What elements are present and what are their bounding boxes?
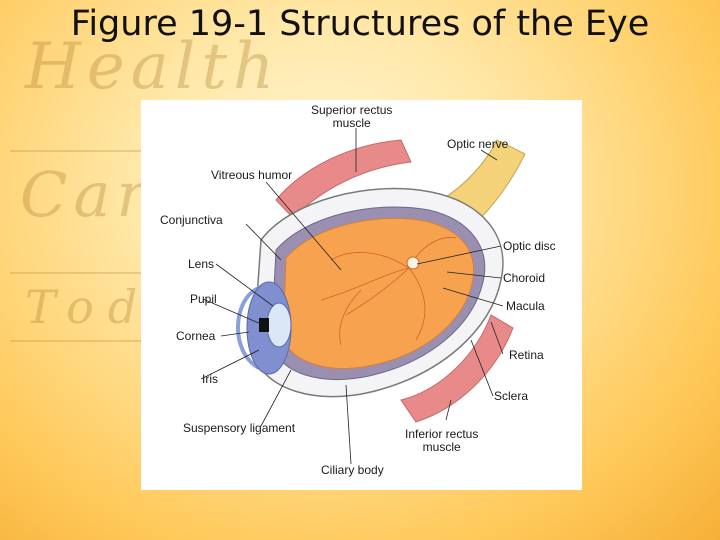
label-pupil: Pupil — [190, 292, 217, 306]
label-optic-nerve: Optic nerve — [447, 137, 509, 151]
pupil-shape — [259, 318, 269, 332]
label-iris: Iris — [202, 372, 218, 386]
label-sclera: Sclera — [494, 389, 529, 403]
label-ciliary-body: Ciliary body — [321, 463, 384, 477]
label-superior-rectus-muscle: Superior rectus muscle — [311, 103, 393, 130]
inferior-rectus-shape — [400, 314, 514, 423]
eye-diagram: Superior rectus muscle Optic nerve Vitre… — [141, 100, 582, 490]
background-word-health: Health — [25, 30, 281, 104]
cornea-shape — [236, 286, 261, 370]
label-lens: Lens — [188, 257, 215, 271]
label-conjunctiva: Conjunctiva — [160, 213, 223, 227]
label-cornea: Cornea — [176, 329, 216, 343]
label-vitreous-humor: Vitreous humor — [211, 168, 293, 182]
optic-disc-shape — [406, 256, 420, 270]
leader-lines — [200, 128, 504, 465]
label-suspensory-ligament: Suspensory ligament — [183, 421, 296, 435]
eye-illustration — [200, 128, 526, 465]
retinal-vessels — [320, 237, 457, 346]
label-macula: Macula — [506, 299, 545, 313]
label-choroid: Choroid — [503, 271, 546, 285]
label-retina: Retina — [509, 348, 544, 362]
lens-shape — [266, 302, 292, 348]
label-optic-disc: Optic disc — [503, 239, 556, 253]
slide-title: Figure 19-1 Structures of the Eye — [70, 4, 650, 44]
label-inferior-rectus-muscle: Inferior rectus muscle — [405, 427, 479, 454]
superior-rectus-shape — [275, 139, 412, 219]
